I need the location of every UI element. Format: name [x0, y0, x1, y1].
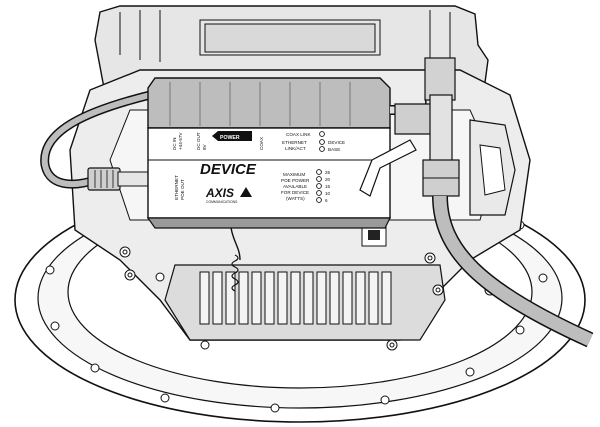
watt-led-15 — [316, 183, 322, 189]
base-led — [319, 146, 325, 152]
power-badge-shape — [212, 131, 252, 141]
device-led-label: DEVICE — [328, 140, 345, 145]
watt-label-15: 15 — [325, 184, 331, 189]
coax-link-led — [319, 131, 325, 137]
ethernet-link-label: ETHERNET — [282, 140, 307, 145]
poe-device: DC IN +44-57V DC OUT 8V POWER COAX COAX … — [146, 77, 391, 229]
dc-in-voltage-label: +44-57V — [178, 132, 183, 150]
device-led — [319, 139, 325, 145]
heatsink-fins — [199, 271, 392, 325]
dc-out-voltage-label: 8V — [202, 143, 207, 150]
watt-led-20 — [316, 176, 322, 182]
poe-bottom — [146, 217, 391, 229]
coil-spring — [231, 254, 239, 292]
housing-top-ribs — [119, 10, 451, 62]
dc-out-label: DC OUT — [196, 132, 201, 150]
rj45-plug-ribs — [94, 170, 114, 188]
poe-top-ribs — [169, 82, 351, 126]
brand-subtitle: COMMUNICATIONS — [206, 200, 238, 204]
t-junction-top — [424, 57, 456, 101]
watt-label-6: 6 — [325, 198, 328, 203]
brand-triangle-icon — [240, 187, 252, 197]
ethernet-cable-loop-fill — [41, 92, 153, 188]
watt-label-10: 10 — [325, 191, 331, 196]
max-power-label-5: (WATTS) — [286, 196, 305, 201]
watt-led-10 — [316, 190, 322, 196]
watt-label-25: 25 — [325, 170, 331, 175]
max-power-label-4: FOR DEVICE — [281, 190, 309, 195]
exit-cable-fill — [433, 195, 593, 346]
housing-top-panel — [204, 23, 376, 53]
brand-logo: AXIS — [205, 186, 234, 200]
watt-led-column: 25 20 15 10 6 — [316, 169, 331, 203]
ethernet-poe-out-label: ETHERNET — [174, 175, 179, 200]
coax-label: COAX — [259, 137, 264, 150]
cable-strap — [359, 139, 417, 197]
ethernet-poe-out-label-2: POE OUT — [180, 179, 185, 200]
base-led-label: BASE — [328, 147, 340, 152]
t-junction-body — [429, 94, 453, 166]
watt-led-6 — [316, 197, 322, 203]
watt-led-25 — [316, 169, 322, 175]
body-screws — [119, 246, 496, 351]
watt-label-20: 20 — [325, 177, 331, 182]
max-power-label-3: AVAILABLE — [283, 184, 307, 189]
body-jack-port — [368, 230, 380, 240]
poe-front-face — [147, 127, 391, 219]
max-power-label-1: MAXIMUM — [283, 172, 305, 177]
device-logo: DEVICE — [200, 161, 257, 178]
coax-link-label: COAX LINK — [286, 132, 311, 137]
power-badge-label: POWER — [220, 135, 240, 141]
rj45-plug — [87, 167, 121, 191]
side-bracket-clip — [479, 144, 506, 196]
dc-in-label: DC IN — [172, 137, 177, 150]
max-power-label-2: POE POWER — [281, 178, 310, 183]
ethernet-linkact-label: LINK/ACT — [285, 146, 306, 151]
poe-top — [147, 77, 391, 129]
rj45-boot — [117, 171, 149, 187]
